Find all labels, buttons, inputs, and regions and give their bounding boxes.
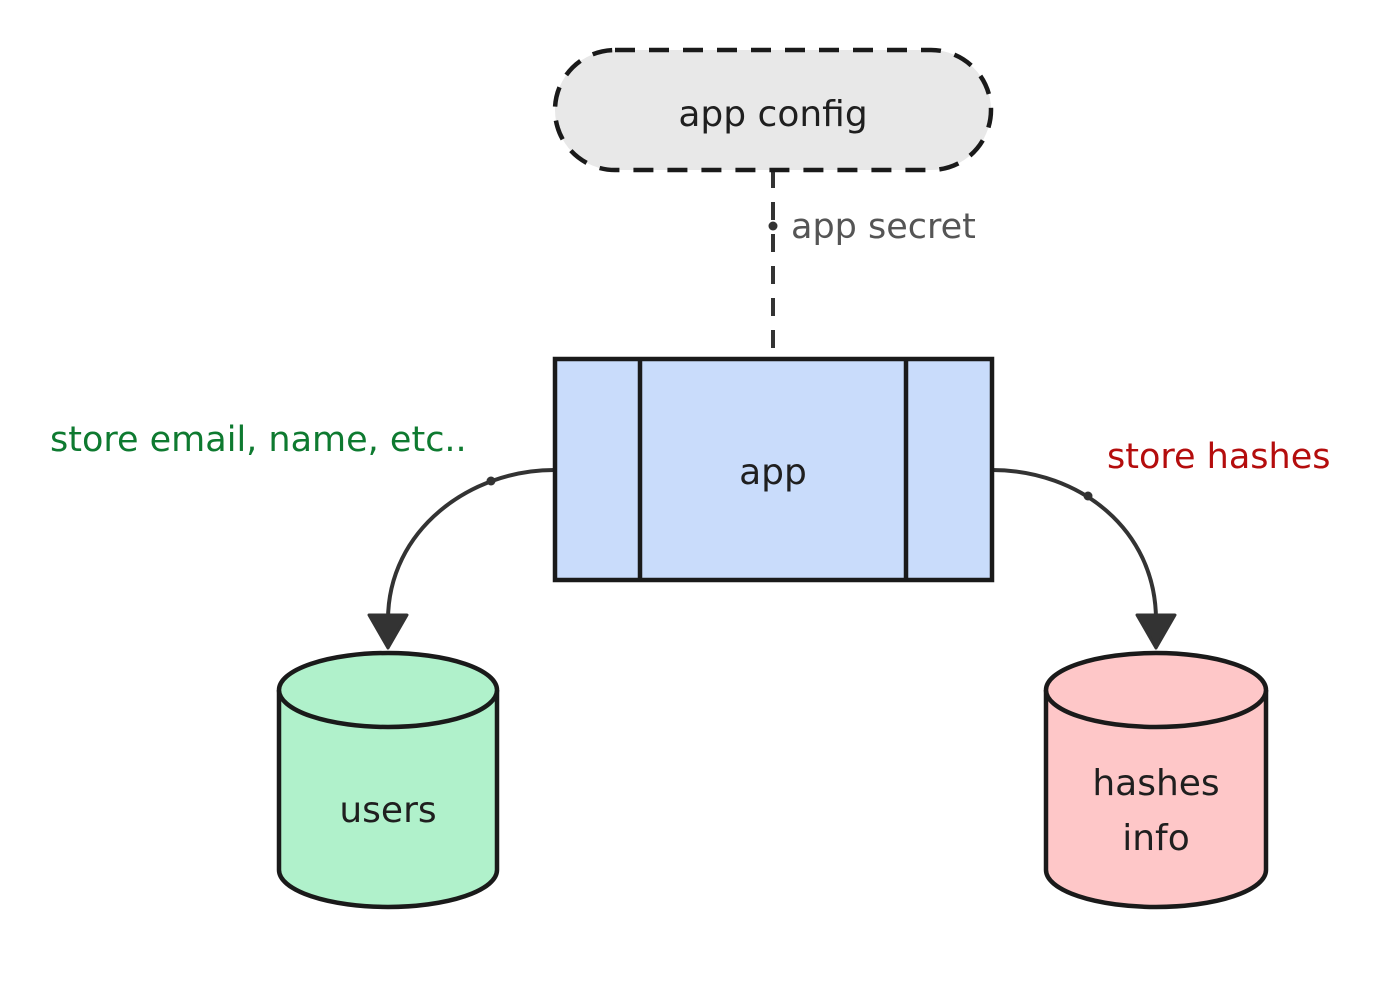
edge-app-secret: app secret: [768, 170, 976, 358]
edge-store-hashes: store hashes: [991, 437, 1330, 650]
node-hashes-info[interactable]: hashes info: [1043, 650, 1269, 910]
arrowhead-hashes: [1135, 613, 1177, 650]
node-label-hashes-line2: info: [1122, 818, 1190, 859]
node-label-app: app: [739, 452, 807, 493]
edge-label-app-secret: app secret: [791, 207, 976, 247]
node-label-users: users: [339, 790, 436, 831]
edge-label-store-hashes: store hashes: [1107, 437, 1330, 477]
arrowhead-users: [367, 613, 409, 650]
node-app-config[interactable]: app config: [552, 47, 994, 173]
node-label-hashes-line1: hashes: [1092, 763, 1219, 804]
edge-label-store-users: store email, name, etc..: [50, 420, 467, 460]
node-users[interactable]: users: [276, 650, 500, 910]
edge-store-users: store email, name, etc..: [50, 420, 555, 650]
node-label-app-config: app config: [678, 94, 867, 135]
node-app[interactable]: app: [552, 356, 995, 583]
